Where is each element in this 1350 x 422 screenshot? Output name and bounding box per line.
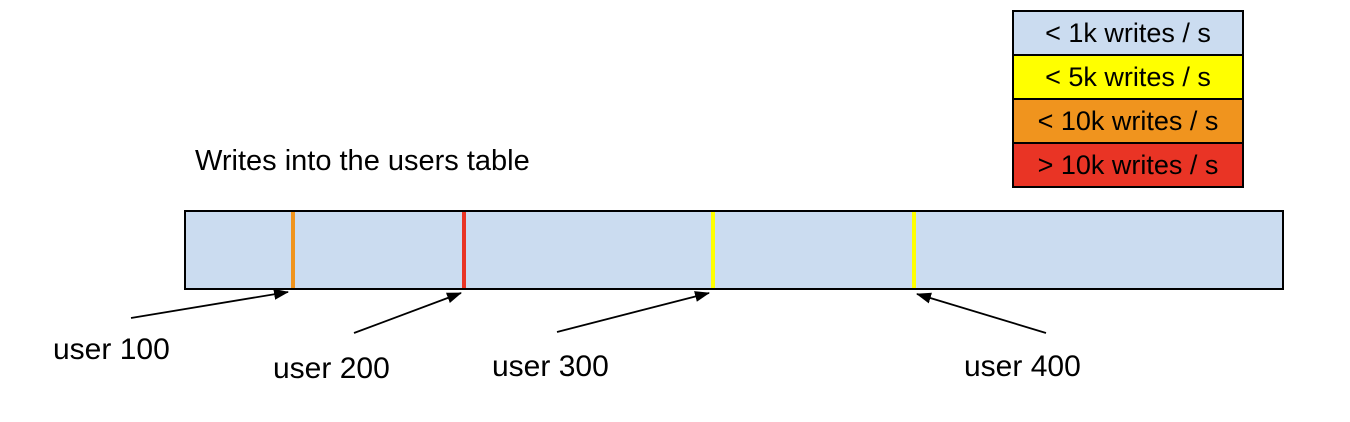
users-table-bar bbox=[184, 210, 1284, 290]
legend-label-lt-10k: < 10k writes / s bbox=[1037, 105, 1219, 136]
arrow-user-200 bbox=[353, 292, 462, 334]
write-marker-user-400 bbox=[912, 212, 916, 288]
user-label-400: user 400 bbox=[964, 350, 1081, 383]
legend-row-lt-1k: < 1k writes / s bbox=[1012, 10, 1244, 56]
write-marker-user-200 bbox=[462, 212, 466, 288]
user-label-300: user 300 bbox=[492, 350, 609, 383]
user-label-200: user 200 bbox=[273, 352, 390, 385]
diagram-title: Writes into the users table bbox=[195, 145, 530, 177]
write-marker-user-300 bbox=[711, 212, 715, 288]
legend-label-gt-10k: > 10k writes / s bbox=[1037, 149, 1219, 180]
legend-label-lt-5k: < 5k writes / s bbox=[1045, 61, 1211, 92]
write-marker-user-100 bbox=[291, 212, 295, 288]
arrow-user-400 bbox=[916, 292, 1047, 334]
user-label-100: user 100 bbox=[53, 333, 170, 366]
legend-label-lt-1k: < 1k writes / s bbox=[1045, 17, 1211, 48]
write-rate-legend: < 1k writes / s < 5k writes / s < 10k wr… bbox=[1012, 10, 1244, 188]
legend-row-gt-10k: > 10k writes / s bbox=[1012, 142, 1244, 188]
arrow-user-300 bbox=[556, 291, 710, 333]
legend-row-lt-5k: < 5k writes / s bbox=[1012, 54, 1244, 100]
arrow-user-100 bbox=[130, 288, 289, 319]
legend-row-lt-10k: < 10k writes / s bbox=[1012, 98, 1244, 144]
